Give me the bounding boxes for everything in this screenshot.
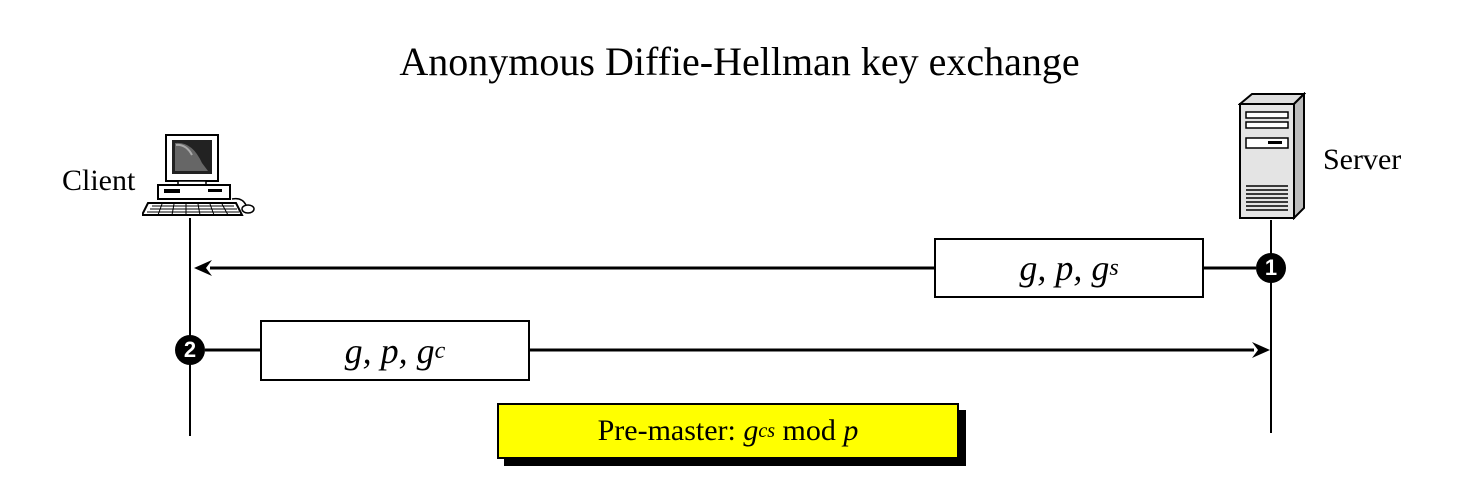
arrowhead-client [194, 260, 212, 276]
step-2-badge: 2 [175, 335, 205, 365]
server-label: Server [1323, 143, 1402, 176]
message-2-text: g, p, g [344, 330, 435, 371]
premaster-modulus: p [843, 414, 859, 447]
server-lifeline [1270, 220, 1272, 433]
server-tower-icon [1238, 92, 1306, 220]
premaster-base: g [743, 414, 759, 447]
premaster-mod: mod [775, 414, 844, 447]
premaster-prefix: Pre-master: [597, 414, 744, 447]
client-lifeline [189, 218, 191, 436]
arrowhead-server [1252, 342, 1270, 358]
diagram-title: Anonymous Diffie-Hellman key exchange [399, 39, 1080, 84]
client-label: Client [62, 164, 136, 197]
step-1-badge: 1 [1256, 253, 1286, 283]
desktop-computer-icon [142, 134, 255, 216]
message-1-text: g, p, g [1019, 248, 1110, 288]
